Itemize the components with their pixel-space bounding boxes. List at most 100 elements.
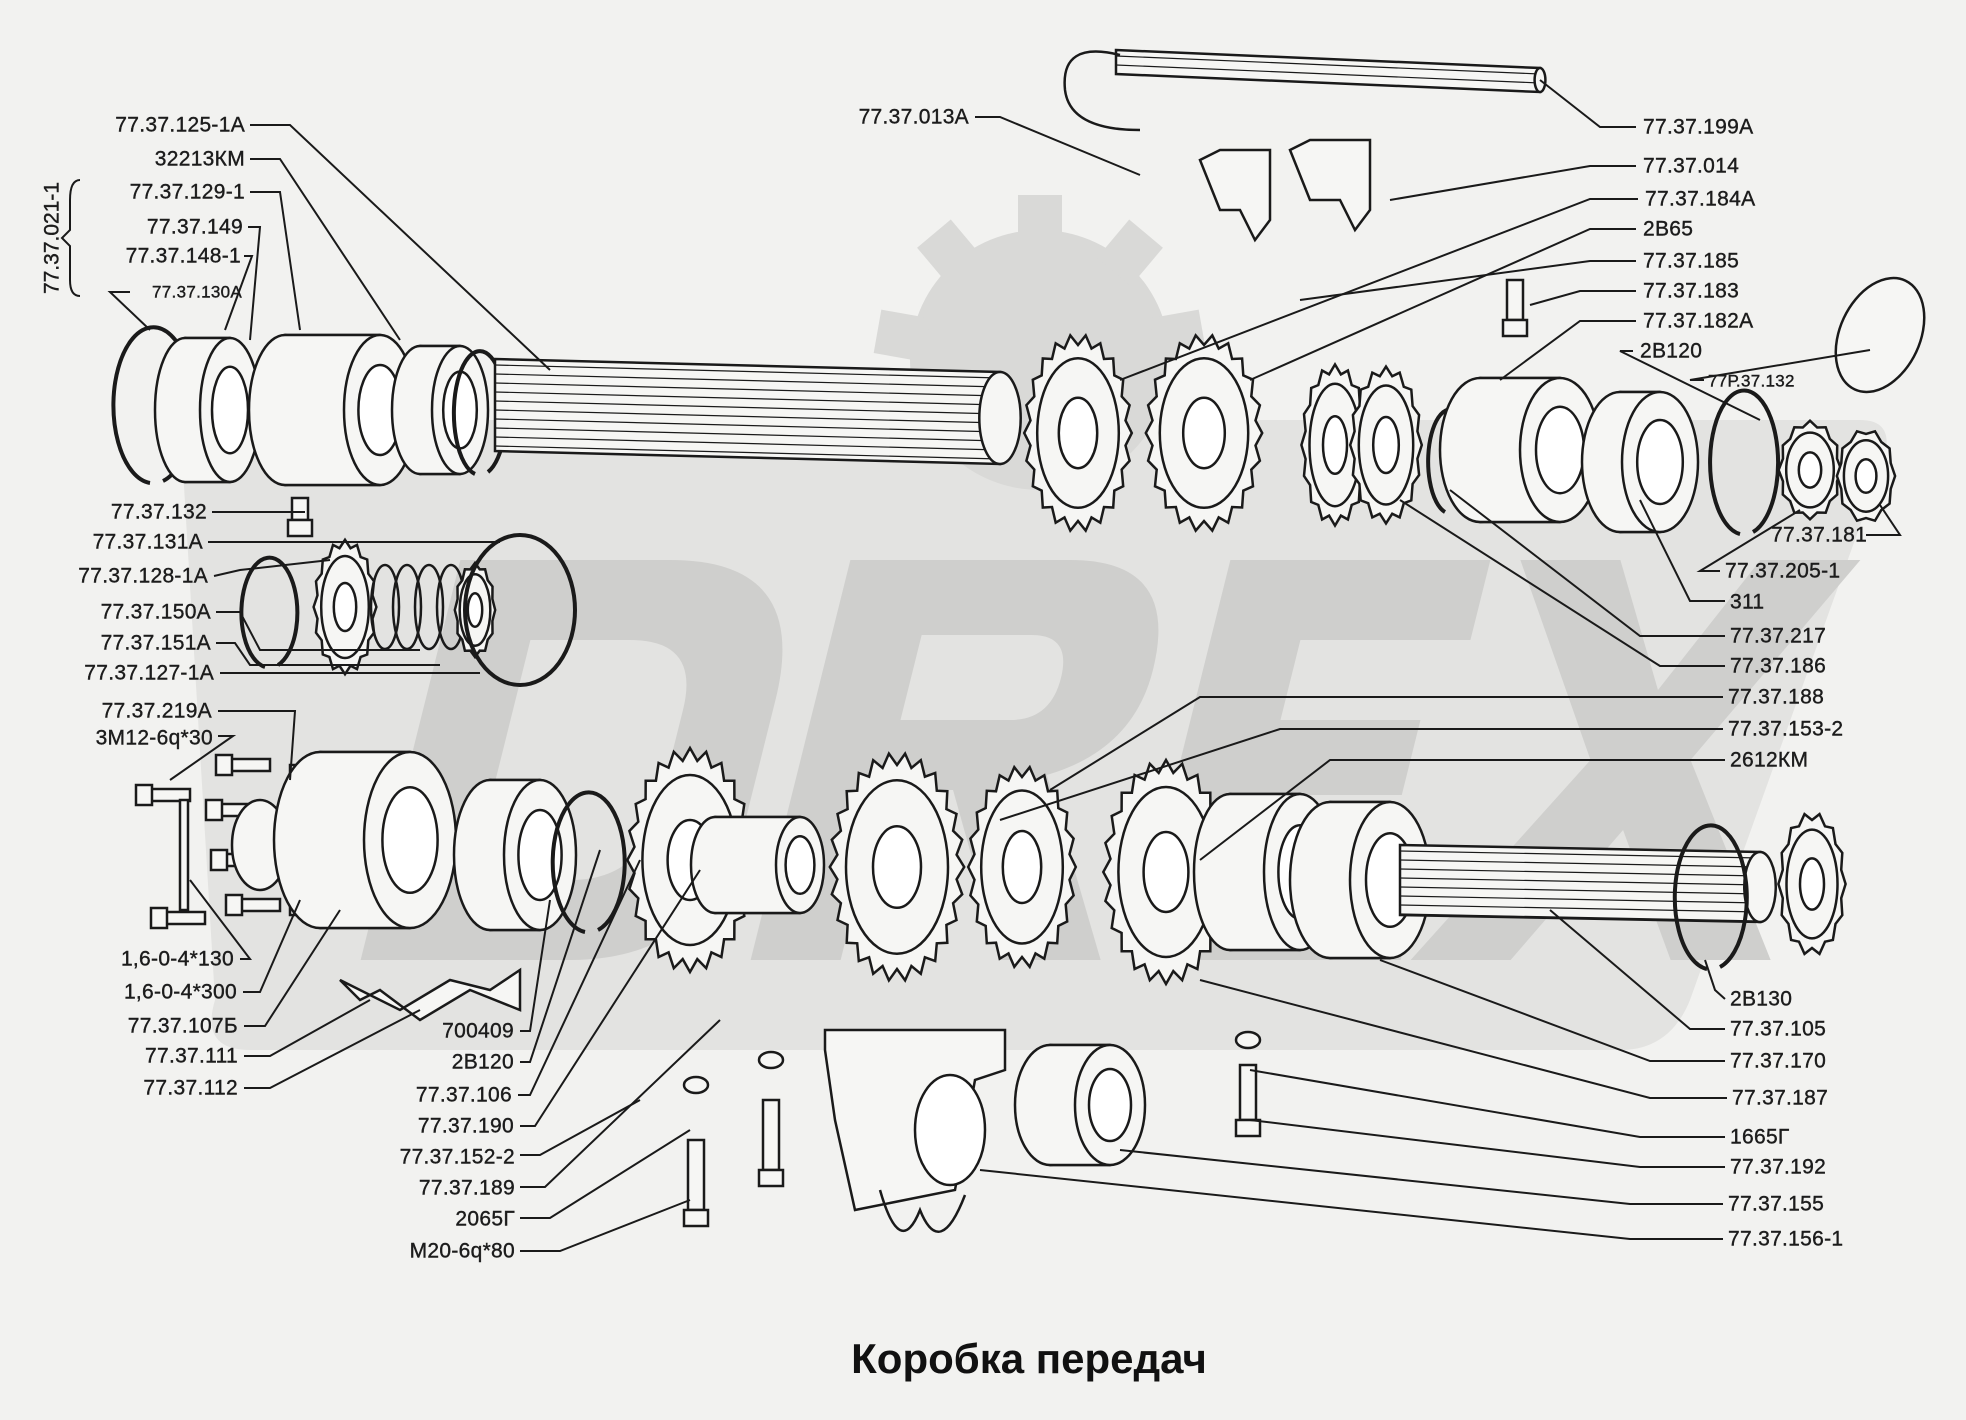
spline-line <box>1399 895 1761 904</box>
part-label: 77.37.181 <box>1771 523 1868 547</box>
part-label: 77.37.128-1А <box>78 564 208 588</box>
hub-190 <box>689 815 826 915</box>
bolt-3M12-head <box>134 783 154 807</box>
spline-line <box>494 418 1001 433</box>
gear-186-bore <box>1371 415 1401 475</box>
pinion-170 <box>1777 812 1847 956</box>
bolt-M20-head <box>682 1208 710 1228</box>
part-label: 2В120 <box>451 1050 514 1074</box>
part-label: 77.37.106 <box>415 1083 512 1107</box>
part-label: 77.37.189 <box>418 1176 515 1200</box>
nut-181 <box>1835 429 1897 523</box>
bearing-32213-bore <box>441 370 479 450</box>
snap-ring-2B130 <box>1672 823 1749 971</box>
pin-132 <box>286 496 314 538</box>
assembly-group-label: 77.37.021-1 <box>40 181 64 295</box>
part-label: 2612КМ <box>1730 748 1809 772</box>
bearing-311 <box>1580 390 1700 534</box>
bearing-148-bore <box>210 365 250 455</box>
spline-line <box>1399 904 1761 913</box>
part-label: 77.37.186 <box>1730 654 1827 678</box>
bolt-3M12 <box>224 893 282 917</box>
bolt-M20-shank <box>686 1138 706 1212</box>
part-label: 77.37.148-1 <box>125 244 241 268</box>
part-label: 2В120 <box>1640 339 1703 363</box>
gear-184 <box>1022 333 1134 533</box>
bolt-3M12-head <box>224 893 244 917</box>
part-label: 2В130 <box>1730 987 1793 1011</box>
part-label: 32213КМ <box>154 147 245 171</box>
bolt-3M12 <box>214 753 272 777</box>
washer-2065 <box>682 1075 710 1095</box>
bearing-156-bore <box>1087 1067 1133 1143</box>
primary-shaft <box>493 357 1022 466</box>
gear-188-bore <box>1142 830 1190 914</box>
bracket-bore <box>913 1073 987 1187</box>
gear-131-bore <box>332 581 358 633</box>
part-label: 77.37.112 <box>143 1076 238 1100</box>
shift-rod <box>1114 48 1547 94</box>
part-label: 1665Г <box>1730 1125 1790 1149</box>
shift-fork-013 <box>1198 148 1272 243</box>
spline-line <box>1115 55 1541 75</box>
bolt-M20-head <box>757 1168 785 1188</box>
gear-189 <box>966 764 1078 970</box>
gear-152-bore <box>871 824 923 910</box>
part-label: 77.37.014 <box>1643 154 1740 178</box>
part-label: 77.37.131А <box>92 530 203 554</box>
part-label: 77.37.205-1 <box>1725 559 1841 583</box>
part-label: 77.37.190 <box>417 1114 514 1138</box>
part-label: 77.37.184А <box>1645 187 1756 211</box>
bolt-3M12-shank <box>238 897 282 913</box>
part-label: 77.37.156-1 <box>1728 1227 1844 1251</box>
part-label: 77.37.150А <box>100 600 211 624</box>
spline-line <box>1399 913 1761 922</box>
part-label: 77.37.155 <box>1728 1192 1825 1216</box>
part-label: М20-6q*80 <box>409 1239 515 1263</box>
part-label: 77.37.129-1 <box>129 180 245 204</box>
spline-line <box>494 427 1001 442</box>
bolt-3M12-shank <box>228 757 272 773</box>
part-label: 77.37.130А <box>152 282 242 302</box>
part-label: 1,6-0-4*130 <box>120 947 234 971</box>
bolt-3M12-shank <box>163 910 207 926</box>
pin-183-head <box>1501 318 1529 338</box>
wire-130 <box>178 798 190 912</box>
part-label-cap: 77Р.37.132 <box>1708 371 1795 391</box>
part-label: 77.37.219А <box>101 699 212 723</box>
part-label-shift-fork: 77.37.013А <box>858 105 969 129</box>
part-label: 77.37.111 <box>144 1044 238 1068</box>
spline-line <box>494 436 1001 451</box>
part-label: 77.37.192 <box>1730 1155 1827 1179</box>
gear-189-bore <box>1001 829 1043 905</box>
bearing-32213 <box>390 344 490 476</box>
part-label: 77.37.152-2 <box>399 1145 515 1169</box>
part-label: 2065Г <box>455 1207 515 1231</box>
part-label: 77.37.182А <box>1643 309 1754 333</box>
part-label: 77.37.132 <box>110 500 207 524</box>
spline-line <box>1399 877 1761 886</box>
bearing-156 <box>1013 1043 1147 1167</box>
lock-washer-205-bore <box>1797 451 1823 489</box>
part-label: 2В65 <box>1643 217 1694 241</box>
part-label: 77.37.127-1А <box>84 661 214 685</box>
part-label: 77.37.183 <box>1643 279 1740 303</box>
gear-188 <box>1101 757 1231 987</box>
part-label: 77.37.149 <box>146 215 243 239</box>
bolt-3M12-head <box>204 798 224 822</box>
ring-2B120 <box>550 790 627 934</box>
bolt-3M12-head <box>214 753 234 777</box>
part-label: 77.37.217 <box>1730 624 1827 648</box>
ring-127 <box>463 533 577 687</box>
gear-184-bore <box>1057 396 1099 470</box>
spline-line <box>1399 850 1761 859</box>
part-label: 3М12-6q*30 <box>95 726 213 750</box>
bolt-3M12-head <box>149 906 169 930</box>
lock-plate-111 <box>339 967 522 1022</box>
gear-186 <box>1348 364 1424 526</box>
ring-128 <box>239 555 300 669</box>
part-label: 1,6-0-4*300 <box>123 980 237 1004</box>
part-label: 77.37.199А <box>1643 115 1754 139</box>
shift-fork-014 <box>1288 138 1372 233</box>
pin-183-shank <box>1505 278 1525 322</box>
